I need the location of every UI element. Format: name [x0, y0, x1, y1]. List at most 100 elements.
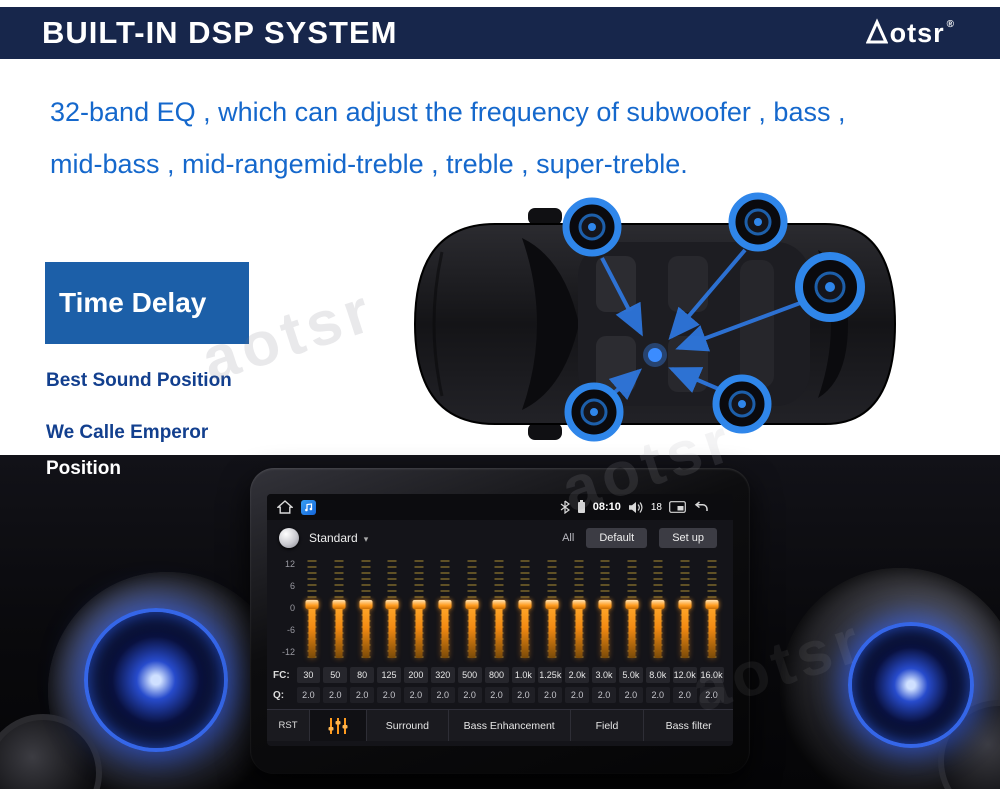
slider-handle[interactable]: [305, 600, 319, 609]
tab-equalizer[interactable]: [309, 710, 366, 741]
volume-level: 18: [650, 501, 662, 513]
slider-handle[interactable]: [359, 600, 373, 609]
slider-handle[interactable]: [412, 600, 426, 609]
fc-value-50[interactable]: 50: [323, 667, 348, 683]
slider-fill: [468, 608, 476, 658]
clock: 08:10: [592, 501, 621, 513]
q-value-16.0k[interactable]: 2.0: [699, 687, 724, 703]
slider-handle[interactable]: [332, 600, 346, 609]
home-icon[interactable]: [277, 500, 293, 514]
pip-icon[interactable]: [669, 501, 686, 513]
setup-button[interactable]: Set up: [659, 528, 717, 548]
q-value-12.0k[interactable]: 2.0: [672, 687, 697, 703]
q-value-3.0k[interactable]: 2.0: [592, 687, 616, 703]
eq-band-slider-800[interactable]: [485, 558, 512, 662]
fc-value-80[interactable]: 80: [350, 667, 375, 683]
slider-handle[interactable]: [465, 600, 479, 609]
q-value-80[interactable]: 2.0: [350, 687, 375, 703]
fc-value-3.0k[interactable]: 3.0k: [592, 667, 616, 683]
bluetooth-icon: [560, 500, 570, 514]
slider-handle[interactable]: [598, 600, 612, 609]
eq-band-slider-2.0k[interactable]: [565, 558, 592, 662]
fc-value-1.25k[interactable]: 1.25k: [538, 667, 563, 683]
fc-value-200[interactable]: 200: [404, 667, 428, 683]
tab-bass-filter[interactable]: Bass filter: [643, 710, 733, 741]
preset-knob[interactable]: [279, 528, 299, 548]
eq-sliders: [299, 558, 725, 662]
q-value-1.0k[interactable]: 2.0: [511, 687, 536, 703]
q-value-500[interactable]: 2.0: [457, 687, 482, 703]
fc-value-500[interactable]: 500: [457, 667, 482, 683]
eq-band-slider-8.0k[interactable]: [645, 558, 672, 662]
back-icon[interactable]: [693, 501, 709, 513]
tab-bass-enhancement[interactable]: Bass Enhancement: [447, 710, 570, 741]
fc-value-320[interactable]: 320: [430, 667, 455, 683]
all-button[interactable]: All: [562, 532, 575, 544]
slider-fill: [681, 608, 689, 658]
time-delay-caption-3: Position: [46, 458, 121, 479]
eq-band-slider-30[interactable]: [299, 558, 326, 662]
time-delay-caption-2: We Calle Emperor: [46, 422, 209, 443]
right-speaker-glow-ring: [848, 622, 974, 748]
eq-band-slider-16.0k[interactable]: [698, 558, 725, 662]
eq-band-slider-1.0k[interactable]: [512, 558, 539, 662]
slider-fill: [654, 608, 662, 658]
fc-value-2.0k[interactable]: 2.0k: [565, 667, 590, 683]
eq-band-slider-3.0k[interactable]: [592, 558, 619, 662]
preset-selector[interactable]: Standard: [309, 531, 358, 545]
q-value-125[interactable]: 2.0: [377, 687, 401, 703]
slider-handle[interactable]: [625, 600, 639, 609]
head-unit-device: 08:10 18 St: [250, 468, 750, 774]
db-scale-label: 0: [289, 603, 295, 613]
eq-band-slider-500[interactable]: [459, 558, 486, 662]
fc-value-16.0k[interactable]: 16.0k: [699, 667, 724, 683]
equalizer-icon: [328, 717, 348, 734]
slider-handle[interactable]: [438, 600, 452, 609]
q-value-1.25k[interactable]: 2.0: [538, 687, 563, 703]
q-value-30[interactable]: 2.0: [296, 687, 321, 703]
music-app-icon[interactable]: [301, 499, 316, 515]
eq-band-slider-200[interactable]: [406, 558, 433, 662]
fc-value-5.0k[interactable]: 5.0k: [619, 667, 643, 683]
intro-text: 32-band EQ , which can adjust the freque…: [50, 86, 970, 190]
slider-fill: [415, 608, 423, 658]
q-value-50[interactable]: 2.0: [323, 687, 348, 703]
fc-value-1.0k[interactable]: 1.0k: [511, 667, 536, 683]
fc-value-8.0k[interactable]: 8.0k: [645, 667, 670, 683]
slider-handle[interactable]: [385, 600, 399, 609]
eq-band-slider-12.0k[interactable]: [672, 558, 699, 662]
eq-band-slider-320[interactable]: [432, 558, 459, 662]
slider-handle[interactable]: [572, 600, 586, 609]
eq-band-slider-80[interactable]: [352, 558, 379, 662]
tab-surround[interactable]: Surround: [366, 710, 448, 741]
slider-handle[interactable]: [492, 600, 506, 609]
q-value-5.0k[interactable]: 2.0: [619, 687, 643, 703]
slider-handle[interactable]: [651, 600, 665, 609]
fc-value-30[interactable]: 30: [296, 667, 321, 683]
q-value-320[interactable]: 2.0: [430, 687, 455, 703]
slider-handle[interactable]: [678, 600, 692, 609]
chevron-down-icon[interactable]: ▾: [363, 533, 369, 544]
slider-handle[interactable]: [705, 600, 719, 609]
reset-button[interactable]: RST: [278, 720, 298, 731]
fc-value-800[interactable]: 800: [484, 667, 509, 683]
q-value-200[interactable]: 2.0: [404, 687, 428, 703]
tab-field[interactable]: Field: [569, 710, 644, 741]
slider-handle[interactable]: [518, 600, 532, 609]
eq-band-slider-50[interactable]: [326, 558, 353, 662]
q-value-800[interactable]: 2.0: [484, 687, 509, 703]
fc-value-125[interactable]: 125: [377, 667, 401, 683]
default-button[interactable]: Default: [586, 528, 648, 548]
eq-band-slider-5.0k[interactable]: [619, 558, 646, 662]
db-scale-label: 12: [284, 559, 295, 569]
slider-fill: [441, 608, 449, 658]
q-value-2.0k[interactable]: 2.0: [565, 687, 590, 703]
slider-handle[interactable]: [545, 600, 559, 609]
q-value-8.0k[interactable]: 2.0: [645, 687, 670, 703]
fc-value-12.0k[interactable]: 12.0k: [672, 667, 697, 683]
eq-band-slider-125[interactable]: [379, 558, 406, 662]
eq-band-slider-1.25k[interactable]: [539, 558, 566, 662]
